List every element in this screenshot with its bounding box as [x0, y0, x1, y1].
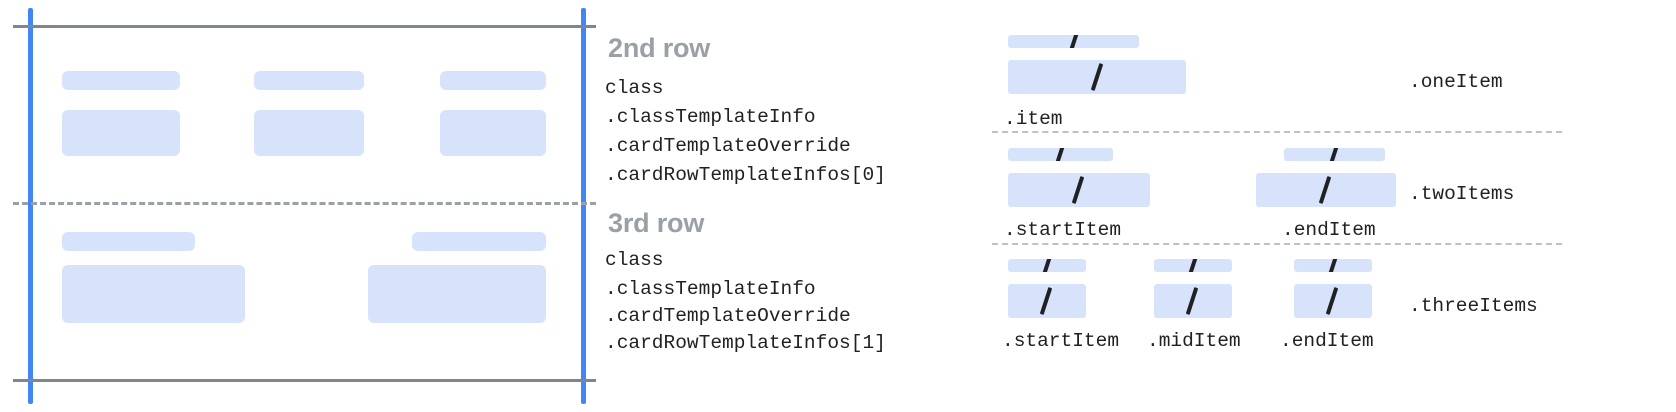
item-body-bar — [1008, 173, 1150, 207]
code-line: .cardTemplateOverride — [605, 305, 851, 327]
item-body-bar — [1008, 60, 1186, 94]
slash-glyph — [1090, 63, 1104, 91]
placeholder-body-block — [62, 265, 245, 323]
code-line: .cardTemplateOverride — [605, 135, 851, 157]
variant-separator — [992, 243, 1562, 245]
item-body-bar — [1294, 284, 1372, 318]
item-title-bar — [1284, 148, 1385, 161]
slash-glyph — [1039, 287, 1053, 315]
placeholder-title-block — [254, 71, 364, 90]
slash-glyph — [1071, 176, 1085, 204]
code-line: class — [605, 249, 664, 271]
slash-glyph — [1325, 287, 1339, 315]
placeholder-body-block — [62, 110, 180, 156]
item-title-bar — [1008, 35, 1139, 48]
item-caption: .startItem — [1004, 219, 1122, 241]
code-line: .cardRowTemplateInfos[0] — [605, 164, 886, 186]
item-body-bar — [1154, 284, 1232, 318]
item-caption: .endItem — [1282, 219, 1376, 241]
placeholder-title-block — [440, 71, 546, 90]
row-heading: 3rd row — [608, 208, 705, 238]
item-title-bar — [1008, 148, 1113, 161]
item-caption: .endItem — [1280, 330, 1374, 352]
variant-label: .twoItems — [1409, 183, 1515, 205]
card-bottom-guide — [13, 379, 596, 382]
placeholder-title-block — [412, 232, 546, 251]
right-margin-guide — [581, 8, 586, 404]
slash-glyph — [1327, 259, 1339, 272]
slash-glyph — [1318, 176, 1332, 204]
item-body-bar — [1256, 173, 1396, 207]
placeholder-body-block — [368, 265, 546, 323]
slash-glyph — [1187, 259, 1199, 272]
placeholder-title-block — [62, 232, 195, 251]
item-caption: .item — [1004, 108, 1063, 130]
row-descriptions: 2nd row class .classTemplateInfo .cardTe… — [604, 0, 984, 412]
variant-two-items: .startItem .endItem .twoItems — [984, 131, 1676, 241]
row-divider-guide — [13, 202, 596, 205]
slash-glyph — [1068, 35, 1080, 48]
row-heading: 2nd row — [608, 33, 711, 63]
item-title-bar — [1154, 259, 1232, 272]
code-line: class — [605, 77, 664, 99]
placeholder-title-block — [62, 71, 180, 90]
slash-glyph — [1054, 148, 1066, 161]
code-line: .classTemplateInfo — [605, 278, 816, 300]
item-caption: .startItem — [1002, 330, 1120, 352]
slash-glyph — [1185, 287, 1199, 315]
left-margin-guide — [28, 8, 33, 404]
code-line: .cardRowTemplateInfos[1] — [605, 332, 886, 354]
item-caption: .midItem — [1147, 330, 1241, 352]
card-frame-diagram — [0, 0, 600, 412]
slash-glyph — [1328, 148, 1340, 161]
item-title-bar — [1294, 259, 1372, 272]
placeholder-body-block — [254, 110, 364, 156]
placeholder-body-block — [440, 110, 546, 156]
item-title-bar — [1008, 259, 1086, 272]
code-line: .classTemplateInfo — [605, 106, 816, 128]
variant-label: .oneItem — [1409, 71, 1503, 93]
card-top-guide — [13, 25, 596, 28]
variant-one-item: .item .oneItem — [984, 0, 1676, 130]
item-body-bar — [1008, 284, 1086, 318]
variant-label: .threeItems — [1409, 295, 1538, 317]
variant-separator — [992, 131, 1562, 133]
item-variants-diagram: .item .oneItem .startItem .endItem .twoI… — [984, 0, 1676, 412]
variant-three-items: .startItem .midItem .endItem .threeItems — [984, 243, 1676, 363]
slash-glyph — [1041, 259, 1053, 272]
